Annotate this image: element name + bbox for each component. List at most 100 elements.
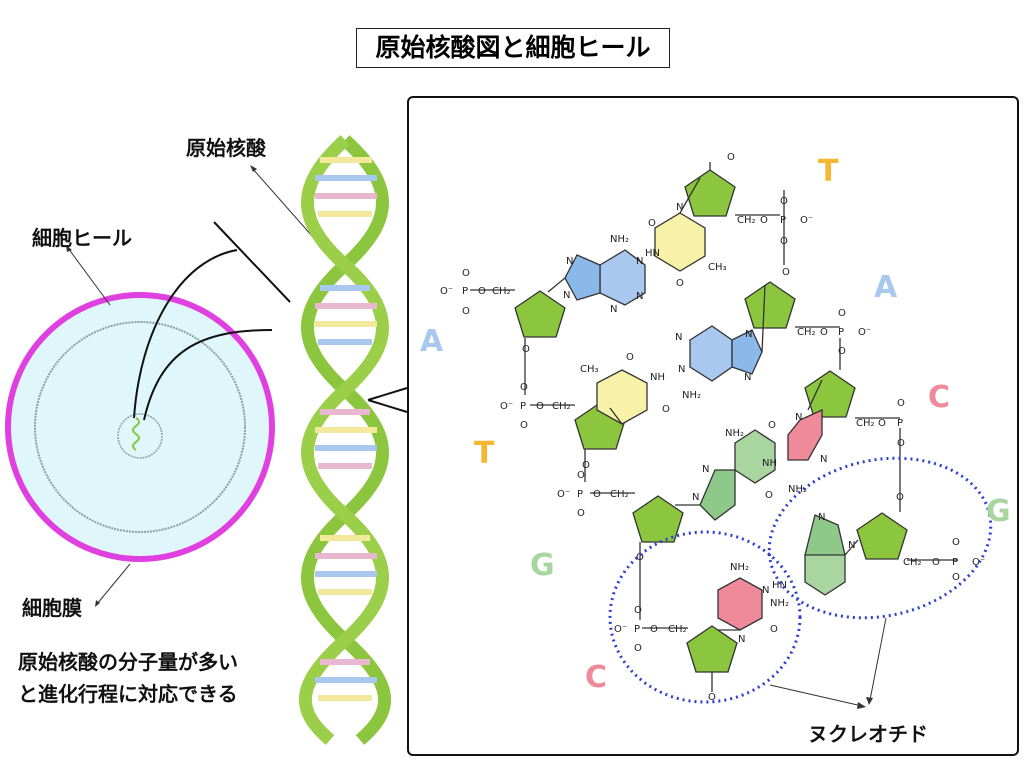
svg-text:O⁻: O⁻ — [500, 401, 513, 412]
cell-nucleus-ring — [117, 413, 163, 459]
svg-text:O: O — [520, 420, 528, 431]
svg-text:O: O — [522, 344, 530, 355]
svg-text:P: P — [838, 327, 844, 338]
base-letter-g-left: G — [530, 548, 555, 583]
svg-text:O: O — [462, 306, 470, 317]
svg-text:N: N — [744, 372, 751, 383]
svg-text:O: O — [760, 215, 768, 226]
label-primitive-nucleic-acid: 原始核酸 — [186, 136, 266, 160]
svg-text:O: O — [520, 382, 528, 393]
svg-text:N: N — [818, 512, 825, 523]
svg-text:N: N — [692, 492, 699, 503]
svg-text:N: N — [745, 329, 752, 340]
label-nucleotide: ヌクレオチド — [808, 722, 928, 746]
svg-text:O⁻: O⁻ — [557, 489, 570, 500]
svg-text:P: P — [520, 401, 526, 412]
svg-text:P: P — [952, 557, 958, 568]
svg-text:O: O — [952, 537, 960, 548]
svg-text:HN: HN — [772, 580, 787, 591]
svg-text:P: P — [462, 286, 468, 297]
svg-text:N: N — [762, 585, 769, 596]
svg-text:CH₂: CH₂ — [552, 401, 571, 412]
svg-text:NH: NH — [650, 372, 665, 383]
svg-text:O: O — [462, 268, 470, 279]
nucleotide-circle-1 — [608, 530, 802, 704]
svg-text:HN: HN — [645, 248, 660, 259]
page-title: 原始核酸図と細胞ヒール — [356, 28, 670, 68]
base-letter-t-top: T — [818, 154, 839, 189]
svg-text:NH₂: NH₂ — [610, 234, 629, 245]
svg-text:O: O — [768, 420, 776, 431]
svg-text:CH₂: CH₂ — [903, 557, 922, 568]
svg-text:O: O — [838, 346, 846, 357]
svg-text:O: O — [648, 218, 656, 229]
svg-text:O: O — [897, 398, 905, 409]
svg-text:O: O — [897, 438, 905, 449]
svg-text:O: O — [878, 418, 886, 429]
svg-text:CH₃: CH₃ — [580, 364, 599, 375]
svg-text:O: O — [896, 492, 904, 503]
nucleotide-circle-2 — [767, 456, 993, 620]
svg-text:O: O — [932, 557, 940, 568]
svg-text:N: N — [678, 364, 685, 375]
ch2-t1: CH₂ — [737, 215, 756, 226]
svg-text:O: O — [952, 572, 960, 583]
svg-text:O: O — [593, 489, 601, 500]
label-cell-heal: 細胞ヒール — [32, 226, 132, 250]
svg-text:O: O — [636, 552, 644, 563]
note-line-1: 原始核酸の分子量が多い — [18, 650, 238, 674]
svg-text:CH₂: CH₂ — [797, 327, 816, 338]
svg-text:O: O — [634, 643, 642, 654]
svg-text:O⁻: O⁻ — [800, 215, 813, 226]
base-letter-c-left: C — [585, 660, 608, 695]
svg-text:N: N — [566, 256, 573, 267]
note-line-2: と進化行程に対応できる — [18, 682, 238, 706]
base-letter-a-left: A — [420, 324, 444, 359]
svg-text:N: N — [702, 464, 709, 475]
svg-text:P: P — [577, 489, 583, 500]
svg-text:O: O — [536, 401, 544, 412]
svg-text:NH: NH — [762, 458, 777, 469]
svg-text:N: N — [676, 202, 683, 213]
svg-text:O: O — [662, 404, 670, 415]
svg-text:N: N — [738, 634, 745, 645]
svg-text:O: O — [838, 308, 846, 319]
svg-text:N: N — [795, 412, 802, 423]
svg-text:NH₂: NH₂ — [770, 598, 789, 609]
svg-text:O: O — [708, 692, 716, 703]
svg-text:O: O — [577, 508, 585, 519]
cell-wall — [5, 292, 275, 562]
svg-text:P: P — [780, 215, 786, 226]
svg-text:NH₂: NH₂ — [730, 562, 749, 573]
base-letter-c-right: C — [928, 380, 951, 415]
svg-text:N: N — [636, 256, 643, 267]
svg-text:N: N — [848, 540, 855, 551]
svg-text:O⁻: O⁻ — [614, 624, 627, 635]
svg-text:O: O — [820, 327, 828, 338]
svg-text:O: O — [676, 278, 684, 289]
nucleotide-panel — [407, 96, 1019, 756]
svg-text:O⁻: O⁻ — [858, 327, 871, 338]
base-letter-g-right: G — [986, 494, 1011, 529]
svg-text:N: N — [820, 454, 827, 465]
svg-text:NH₂: NH₂ — [725, 428, 744, 439]
svg-text:O: O — [626, 352, 634, 363]
svg-text:O: O — [582, 460, 590, 471]
svg-text:O: O — [780, 196, 788, 207]
svg-text:CH₂: CH₂ — [668, 624, 687, 635]
svg-text:P: P — [634, 624, 640, 635]
svg-text:NH₂: NH₂ — [682, 390, 701, 401]
mini-helix — [132, 417, 140, 451]
svg-text:O: O — [765, 490, 773, 501]
svg-text:O: O — [634, 605, 642, 616]
svg-text:O: O — [782, 267, 790, 278]
svg-text:N: N — [636, 291, 643, 302]
svg-text:O: O — [770, 624, 778, 635]
o-top: O — [727, 152, 735, 163]
svg-text:O: O — [478, 286, 486, 297]
svg-text:O⁻: O⁻ — [972, 557, 985, 568]
base-letter-a-right: A — [874, 270, 898, 305]
svg-text:P: P — [897, 418, 903, 429]
